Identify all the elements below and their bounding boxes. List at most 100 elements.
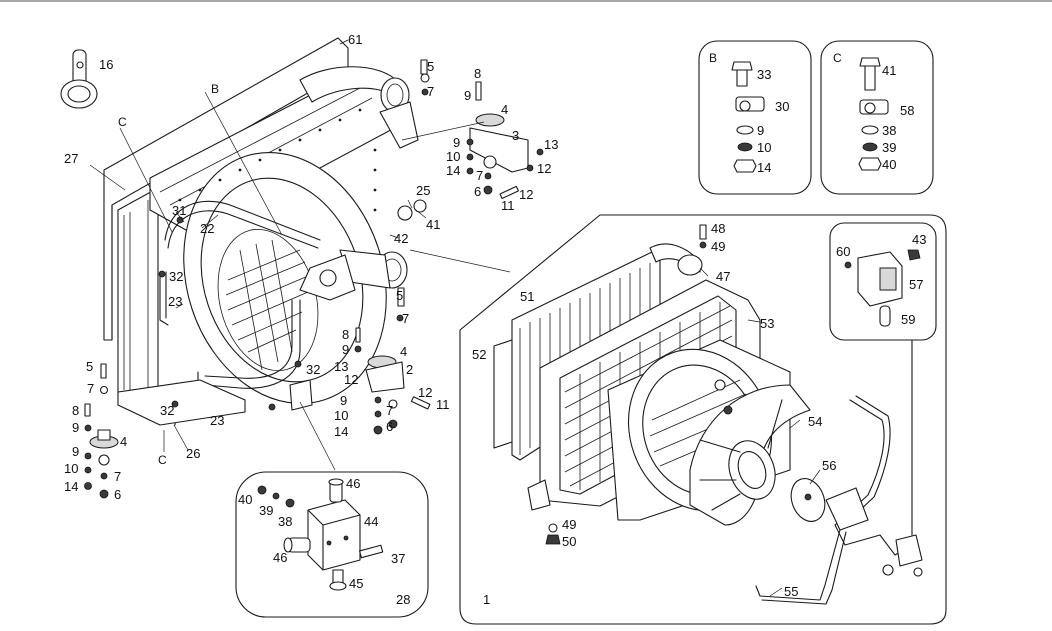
callout: 9 — [340, 393, 347, 408]
callout: 37 — [391, 551, 405, 566]
callout: 14 — [446, 163, 460, 178]
inset-28 — [235, 471, 429, 618]
callout: 2 — [406, 362, 413, 377]
callout: 22 — [200, 221, 214, 236]
callout: 46 — [346, 476, 360, 491]
callout: 11 — [436, 397, 450, 412]
fan-mesh — [225, 239, 309, 371]
fastener-stack-top — [466, 138, 544, 200]
callout: 12 — [519, 187, 533, 202]
callout: 54 — [808, 414, 822, 429]
callout: 42 — [394, 231, 408, 246]
callout: 25 — [416, 183, 430, 198]
callout: 7 — [386, 403, 393, 418]
callout: 9 — [453, 135, 460, 150]
fastener-stack-mid — [354, 287, 431, 435]
callout: 58 — [900, 103, 914, 118]
section-letter-b: B — [211, 82, 219, 96]
inset-57 — [829, 222, 937, 536]
callout: 6 — [114, 487, 121, 502]
callout: 41 — [426, 217, 440, 232]
callout: 3 — [512, 128, 519, 143]
drain-valve — [289, 379, 313, 411]
valve-body — [307, 499, 361, 571]
callout: 9 — [72, 444, 79, 459]
callout: 57 — [909, 277, 923, 292]
fastener-stack-left — [84, 363, 110, 499]
callout: 10 — [334, 408, 348, 423]
callout: 16 — [99, 57, 113, 72]
callout: 1 — [483, 592, 490, 607]
fan-hub-bracket — [299, 254, 356, 301]
callout: 60 — [836, 244, 850, 259]
callout: 56 — [822, 458, 836, 473]
callout: 4 — [120, 434, 127, 449]
callout: 59 — [901, 312, 915, 327]
callout: 6 — [474, 184, 481, 199]
inset-b — [698, 40, 812, 195]
callout: 23 — [210, 413, 224, 428]
callout: 9 — [757, 123, 764, 138]
callout: 51 — [520, 289, 534, 304]
rivets — [178, 108, 377, 212]
inset-c — [820, 40, 934, 195]
callout: 53 — [760, 316, 774, 331]
callout: 44 — [364, 514, 378, 529]
callout: 4 — [400, 344, 407, 359]
callout: 7 — [114, 469, 121, 484]
callout: 10 — [446, 149, 460, 164]
callout: 4 — [501, 102, 508, 117]
lower-frame — [117, 379, 246, 426]
callout: 55 — [784, 584, 798, 599]
callout: 47 — [716, 269, 730, 284]
callout: 41 — [882, 63, 896, 78]
callout: 33 — [757, 67, 771, 82]
callout: 7 — [87, 381, 94, 396]
callout: 40 — [882, 157, 896, 172]
callout: 7 — [476, 168, 483, 183]
callout: 8 — [342, 327, 349, 342]
callout: 7 — [402, 311, 409, 326]
callout: 49 — [711, 239, 725, 254]
callout: 8 — [72, 403, 79, 418]
engine-mount-top — [475, 113, 505, 127]
callout: 12 — [537, 161, 551, 176]
callout: 7 — [427, 84, 434, 99]
callout: 61 — [348, 32, 362, 47]
callout: 11 — [501, 198, 515, 213]
callout: 12 — [418, 385, 432, 400]
callout: 48 — [711, 221, 725, 236]
callout: 32 — [306, 362, 320, 377]
callout: 46 — [273, 550, 287, 565]
inset-c-letter: C — [833, 51, 842, 65]
callout: 32 — [160, 403, 174, 418]
inset-1 — [459, 214, 947, 625]
wrench-tool — [60, 49, 98, 109]
callout-labels: B C C B C 61 16 5 7 8 9 4 3 13 12 9 10 1… — [64, 32, 926, 607]
callout: 5 — [396, 288, 403, 303]
callout: 14 — [334, 424, 348, 439]
leader-lines-main — [89, 39, 511, 471]
pipe-23 — [204, 299, 301, 389]
callout: 10 — [64, 461, 78, 476]
callout: 14 — [64, 479, 78, 494]
callout: 49 — [562, 517, 576, 532]
callout: 31 — [172, 203, 186, 218]
inset-b-letter: B — [709, 51, 717, 65]
callout: 8 — [474, 66, 481, 81]
callout: 39 — [882, 140, 896, 155]
callout: 26 — [186, 446, 200, 461]
callout: 38 — [278, 514, 292, 529]
callout: 9 — [464, 88, 471, 103]
section-letter-c: C — [118, 115, 127, 129]
callout: 39 — [259, 503, 273, 518]
section-letter-c-bottom: C — [158, 453, 167, 467]
pipe-22 — [164, 200, 321, 241]
callout: 12 — [344, 372, 358, 387]
callout: 10 — [757, 140, 771, 155]
callout: 28 — [396, 592, 410, 607]
callout: 13 — [334, 359, 348, 374]
callout: 9 — [72, 420, 79, 435]
callout: 45 — [349, 576, 363, 591]
